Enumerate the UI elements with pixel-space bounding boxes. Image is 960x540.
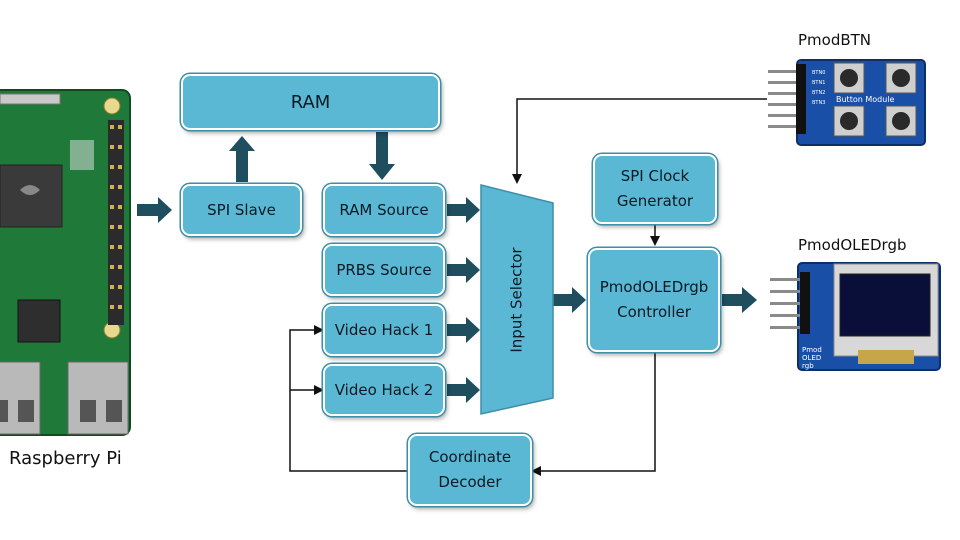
pmodoledrgb-label: PmodOLEDrgb (798, 236, 907, 254)
rgb-text: rgb (802, 362, 814, 370)
input-selector-label: Input Selector (508, 247, 526, 353)
pmodoledrgb-board: Pmod OLED rgb (770, 262, 941, 371)
ram-source-label: RAM Source (339, 200, 429, 219)
video-hack-2-label: Video Hack 2 (334, 380, 434, 399)
btn0-text: BTN0 (812, 70, 825, 76)
spi-clock-generator-label: SPI Clock Generator (616, 167, 694, 210)
arrow-vh1-to-selector (447, 317, 480, 343)
spi-clock-generator-block: SPI Clock Generator (593, 154, 717, 224)
spi-slave-label: SPI Slave (207, 200, 276, 219)
arrow-selector-to-controller (553, 287, 586, 313)
gpio-pins (110, 125, 122, 309)
prbs-source-block: PRBS Source (323, 244, 445, 296)
line-btn-to-selector (512, 98, 767, 184)
thick-arrows (137, 132, 757, 403)
raspberry-pi-board (0, 89, 131, 436)
video-hack-1-label: Video Hack 1 (334, 320, 434, 339)
thin-connectors (289, 98, 767, 476)
video-hack-2-block: Video Hack 2 (323, 364, 445, 416)
pmodoled-pins (770, 278, 802, 329)
btn2-text: BTN2 (812, 90, 825, 96)
line-decoder-to-vh1 (289, 325, 408, 472)
pmodbtn-pins (768, 70, 800, 128)
arrow-controller-to-oled (722, 287, 757, 313)
input-selector-block: Input Selector (480, 184, 554, 415)
pmodbtn-board: Button Module BTN0 BTN1 BTN2 BTN3 (768, 59, 926, 146)
arrow-prbs-to-selector (447, 257, 480, 283)
arrow-ram-source-to-selector (447, 197, 480, 223)
ram-label: RAM (290, 91, 331, 113)
btn3-text: BTN3 (812, 100, 825, 106)
video-hack-1-block: Video Hack 1 (323, 304, 445, 356)
arrow-ram-to-ram-source (369, 132, 395, 180)
ram-source-block: RAM Source (323, 184, 445, 236)
arrow-spi-slave-to-ram (229, 136, 255, 182)
arrow-vh2-to-selector (447, 377, 480, 403)
raspberry-pi-label: Raspberry Pi (9, 448, 122, 469)
arrow-pi-to-spi-slave (137, 197, 172, 223)
line-controller-to-decoder (531, 352, 656, 476)
coordinate-decoder-label: Coordinate Decoder (428, 448, 512, 491)
spi-slave-block: SPI Slave (181, 184, 302, 236)
btn1-text: BTN1 (812, 80, 825, 86)
controller-block: PmodOLEDrgb Controller (588, 248, 720, 352)
oled-text: OLED (802, 354, 821, 362)
pmod-text: Pmod (802, 346, 822, 354)
ram-block: RAM (181, 74, 440, 130)
prbs-source-label: PRBS Source (336, 260, 432, 279)
controller-label: PmodOLEDrgb Controller (599, 278, 709, 321)
pmodbtn-label: PmodBTN (798, 31, 872, 49)
btn-module-text: Button Module (836, 95, 895, 104)
coordinate-decoder-block: Coordinate Decoder (408, 434, 532, 506)
